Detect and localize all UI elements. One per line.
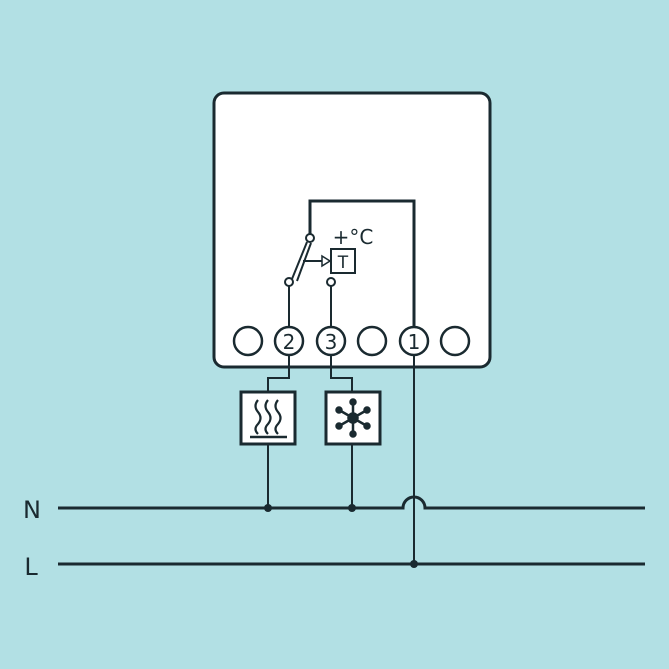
heating-load (239, 390, 297, 446)
terminal-blank-3 (439, 325, 471, 357)
sensor-label: T (337, 253, 349, 273)
terminal-blank-2 (356, 325, 388, 357)
line-label-n: N (23, 496, 41, 524)
line-label-l: L (24, 553, 38, 581)
thermostat-sensor-box (330, 248, 356, 274)
cooling-load (324, 390, 382, 446)
terminal-2-label: 2 (283, 330, 296, 354)
junction-dot (264, 504, 272, 512)
terminal-row: 2 3 1 (232, 325, 471, 357)
terminal-blank-1 (232, 325, 264, 357)
switch-contact-right (326, 277, 336, 287)
terminal-3-label: 3 (325, 330, 338, 354)
internal-wire-common (308, 199, 416, 328)
snowflake-icon (335, 398, 371, 438)
actuator-arrow-icon (321, 254, 332, 268)
thermostat-housing (212, 91, 492, 369)
switch-contact-left (284, 277, 294, 287)
switch-contact-top (305, 233, 315, 243)
heat-waves-icon (250, 399, 287, 439)
terminal-1-label: 1 (408, 330, 421, 354)
temperature-label: +°C (333, 225, 374, 249)
junction-dot (410, 560, 418, 568)
junction-dot (348, 504, 356, 512)
